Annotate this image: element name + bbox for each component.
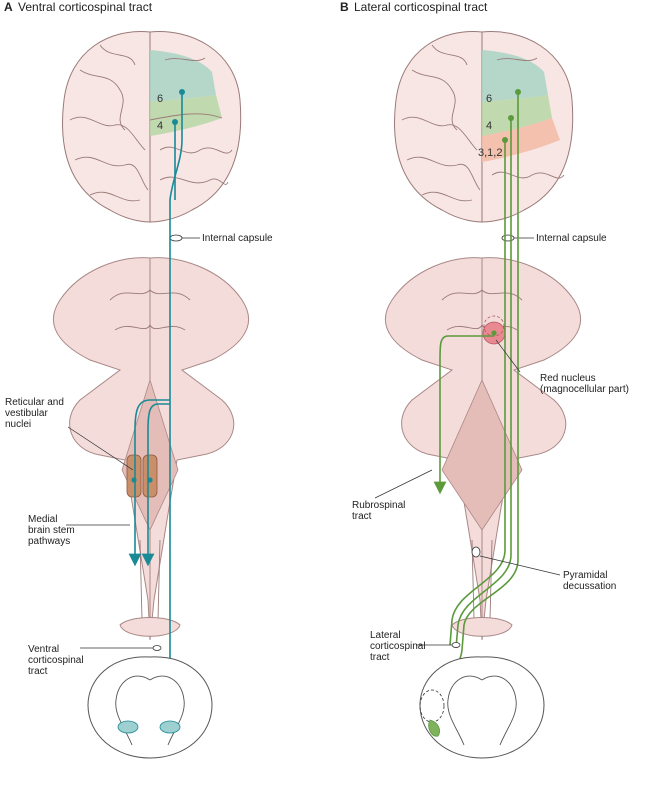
- lateral-label-1: Lateral: [370, 630, 401, 641]
- medial-label-2: brain stem: [28, 525, 75, 536]
- pyramidal-label-1: Pyramidal: [563, 570, 607, 581]
- internal-capsule-label-a: Internal capsule: [202, 233, 273, 244]
- area-6-label-a: 6: [157, 93, 163, 105]
- panel-a-title: Ventral corticospinal tract: [18, 0, 153, 14]
- pyramidal-label-2: decussation: [563, 581, 616, 592]
- lateral-label-2: corticospinal: [370, 641, 426, 652]
- panel-b: B Lateral corticospinal tract 6 4 3,1,2 …: [340, 0, 629, 758]
- internal-capsule-label-b: Internal capsule: [536, 233, 607, 244]
- lateral-label-3: tract: [370, 652, 390, 663]
- area-312-label-b: 3,1,2: [478, 147, 502, 159]
- ventral-label-1: Ventral: [28, 644, 59, 655]
- reticular-nuclei-left: [127, 455, 141, 497]
- panel-b-title: Lateral corticospinal tract: [354, 0, 488, 14]
- area-6-label-b: 6: [486, 93, 492, 105]
- panel-a-letter: A: [4, 0, 13, 14]
- reticular-label-3: nuclei: [5, 419, 31, 430]
- medial-label-3: pathways: [28, 536, 70, 547]
- brain-a: [63, 32, 241, 222]
- spinal-cord-a: [88, 657, 212, 758]
- area-4-label-b: 4: [486, 120, 492, 132]
- ventral-label-3: tract: [28, 666, 48, 677]
- reticular-label-2: vestibular: [5, 408, 48, 419]
- panel-a: A Ventral corticospinal tract 6 4 Intern: [4, 0, 273, 758]
- reticular-label-1: Reticular and: [5, 397, 64, 408]
- ventral-label-2: corticospinal: [28, 655, 84, 666]
- brain-stem-a: [53, 258, 248, 640]
- rubrospinal-label-1: Rubrospinal: [352, 500, 405, 511]
- panel-b-letter: B: [340, 0, 349, 14]
- reticular-nuclei-right: [143, 455, 157, 497]
- rubrospinal-label-2: tract: [352, 511, 372, 522]
- brain-b: [395, 32, 573, 222]
- area-4-label-a: 4: [157, 120, 163, 132]
- spinal-cord-b: [420, 657, 544, 758]
- red-nucleus-label-1: Red nucleus: [540, 373, 596, 384]
- red-nucleus-label-2: (magnocellular part): [540, 384, 629, 395]
- medial-label-1: Medial: [28, 514, 57, 525]
